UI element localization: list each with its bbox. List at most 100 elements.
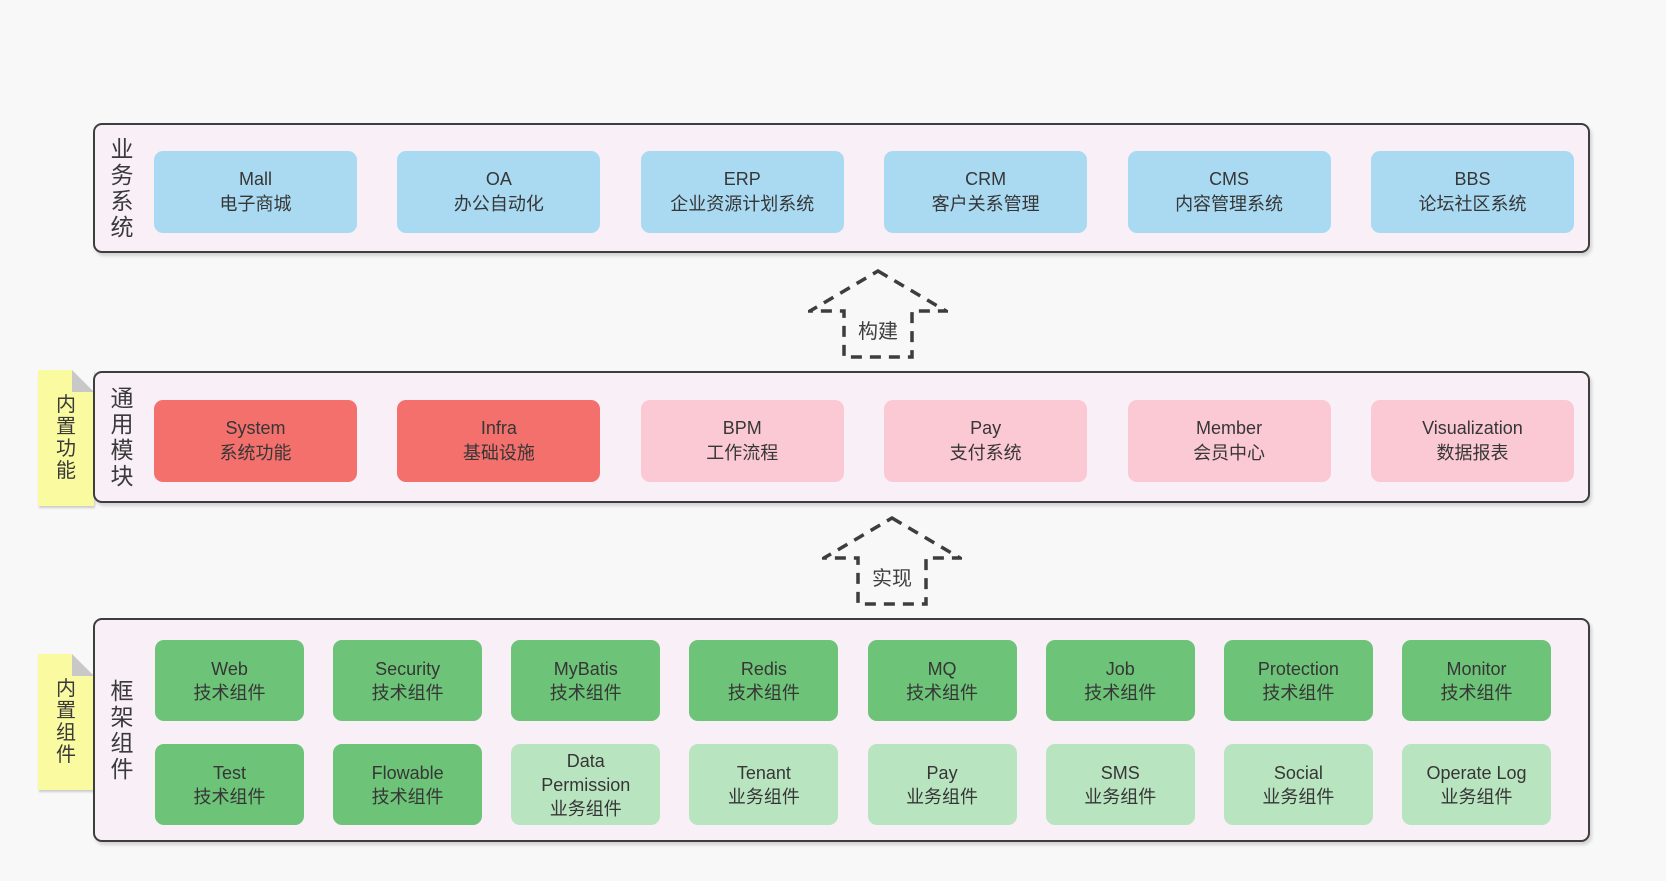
component-box-protection: Protection 技术组件 (1223, 640, 1373, 721)
box-title: BBS (1454, 169, 1491, 189)
box-subtitle: 技术组件 (906, 682, 979, 703)
box-subtitle: 内容管理系统 (1175, 194, 1284, 214)
module-box-system: System 系统功能 (154, 400, 357, 482)
box-subtitle: 论坛社区系统 (1418, 194, 1527, 214)
module-box-pay: Pay 支付系统 (884, 400, 1088, 482)
box-title: Tenant (736, 762, 791, 783)
arrow-label: 构建 (856, 315, 900, 344)
module-box-mall: Mall 电子商城 (154, 151, 357, 233)
box-subtitle: 技术组件 (193, 786, 266, 807)
box-title: Mall (238, 169, 272, 189)
box-subtitle: 技术组件 (727, 682, 800, 703)
sticky-tag-label: 内置组件 (56, 678, 76, 766)
box-title: ERP (723, 169, 761, 189)
panel-side-label: 通用模块 (105, 373, 139, 501)
box-subtitle: 技术组件 (1262, 682, 1335, 703)
panel-common-modules: 通用模块 System 系统功能 Infra 基础设施 BPM 工作流程 Pay… (93, 371, 1590, 503)
box-subtitle: 业务组件 (1262, 786, 1335, 807)
component-box-redis: Redis 技术组件 (689, 640, 839, 721)
box-row: Mall 电子商城 OA 办公自动化 ERP 企业资源计划系统 CRM 客户关系… (154, 151, 1574, 233)
box-subtitle: 业务组件 (549, 798, 622, 819)
box-subtitle: 技术组件 (193, 682, 266, 703)
component-box-flowable: Flowable 技术组件 (333, 744, 483, 825)
box-subtitle: 系统功能 (219, 443, 292, 463)
panel-side-label-text: 框架组件 (110, 678, 134, 782)
box-subtitle: 业务组件 (1084, 786, 1157, 807)
panel-business-systems: 业务系统 Mall 电子商城 OA 办公自动化 ERP 企业资源计划系统 CRM… (93, 123, 1590, 253)
box-title: SMS (1100, 762, 1140, 783)
box-title: Pay (926, 762, 958, 783)
arrow-label: 实现 (870, 562, 914, 591)
module-box-bpm: BPM 工作流程 (640, 400, 844, 482)
box-title: Monitor (1446, 658, 1507, 679)
up-block-arrow-icon (822, 516, 962, 606)
sticky-tag-built-in-components: 内置组件 (38, 654, 94, 790)
sticky-tag-label: 内置功能 (56, 394, 76, 482)
box-title: MyBatis (553, 658, 618, 679)
module-box-visualization: Visualization 数据报表 (1370, 400, 1574, 482)
panel-side-label: 框架组件 (105, 620, 139, 840)
up-block-arrow-icon (808, 269, 948, 359)
box-title: Social (1273, 762, 1323, 783)
component-box-web: Web 技术组件 (155, 640, 304, 721)
sticky-tag-built-in-features: 内置功能 (38, 370, 94, 506)
module-box-cms: CMS 内容管理系统 (1127, 151, 1331, 233)
box-subtitle: 数据报表 (1436, 443, 1509, 463)
module-box-member: Member 会员中心 (1127, 400, 1331, 482)
box-subtitle: 业务组件 (727, 786, 800, 807)
component-box-operate-log: Operate Log 业务组件 (1401, 744, 1551, 825)
box-row: Test 技术组件 Flowable 技术组件 Data Permission … (155, 744, 1551, 825)
box-title: OA (485, 169, 512, 189)
box-title: Member (1196, 418, 1263, 438)
box-title: Web (211, 658, 248, 679)
box-row: System 系统功能 Infra 基础设施 BPM 工作流程 Pay 支付系统… (154, 400, 1574, 482)
panel-side-label: 业务系统 (105, 125, 139, 251)
box-title: Redis (740, 658, 787, 679)
box-subtitle: 技术组件 (1084, 682, 1157, 703)
box-title: Job (1105, 658, 1135, 679)
box-title: BPM (722, 418, 762, 438)
box-title: Protection (1257, 658, 1339, 679)
box-title: Flowable (371, 762, 444, 783)
module-box-crm: CRM 客户关系管理 (884, 151, 1088, 233)
box-subtitle: 支付系统 (949, 443, 1022, 463)
module-box-bbs: BBS 论坛社区系统 (1370, 151, 1574, 233)
box-subtitle: 电子商城 (219, 194, 292, 214)
component-box-monitor: Monitor 技术组件 (1401, 640, 1551, 721)
box-subtitle: 技术组件 (549, 682, 622, 703)
box-subtitle: 业务组件 (1440, 786, 1513, 807)
component-box-test: Test 技术组件 (155, 744, 304, 825)
box-title: System (225, 418, 286, 438)
box-subtitle: 企业资源计划系统 (670, 194, 815, 214)
box-subtitle: 基础设施 (462, 443, 535, 463)
component-box-security: Security 技术组件 (333, 640, 483, 721)
component-box-tenant: Tenant 业务组件 (689, 744, 839, 825)
box-subtitle: 技术组件 (371, 786, 444, 807)
component-box-sms: SMS 业务组件 (1045, 744, 1195, 825)
box-title: Security (375, 658, 441, 679)
box-title: CRM (965, 169, 1007, 189)
module-box-erp: ERP 企业资源计划系统 (640, 151, 844, 233)
component-box-data-permission: Data Permission 业务组件 (511, 744, 661, 825)
box-subtitle: 会员中心 (1193, 443, 1266, 463)
box-title: Operate Log (1426, 762, 1527, 783)
panel-side-label-text: 业务系统 (110, 136, 134, 240)
box-title: MQ (927, 658, 957, 679)
box-title: Data Permission (541, 750, 631, 795)
panel-side-label-text: 通用模块 (110, 385, 134, 489)
box-subtitle: 技术组件 (371, 682, 444, 703)
box-title: Pay (970, 418, 1002, 438)
component-box-social: Social 业务组件 (1223, 744, 1373, 825)
box-subtitle: 技术组件 (1440, 682, 1513, 703)
box-title: Test (212, 762, 246, 783)
component-box-mq: MQ 技术组件 (867, 640, 1017, 721)
component-box-mybatis: MyBatis 技术组件 (511, 640, 661, 721)
arrow-build: 构建 (808, 269, 948, 359)
box-subtitle: 工作流程 (706, 443, 779, 463)
box-subtitle: 业务组件 (906, 786, 979, 807)
box-title: CMS (1209, 169, 1250, 189)
module-box-oa: OA 办公自动化 (397, 151, 601, 233)
box-subtitle: 客户关系管理 (931, 194, 1040, 214)
module-box-infra: Infra 基础设施 (397, 400, 601, 482)
